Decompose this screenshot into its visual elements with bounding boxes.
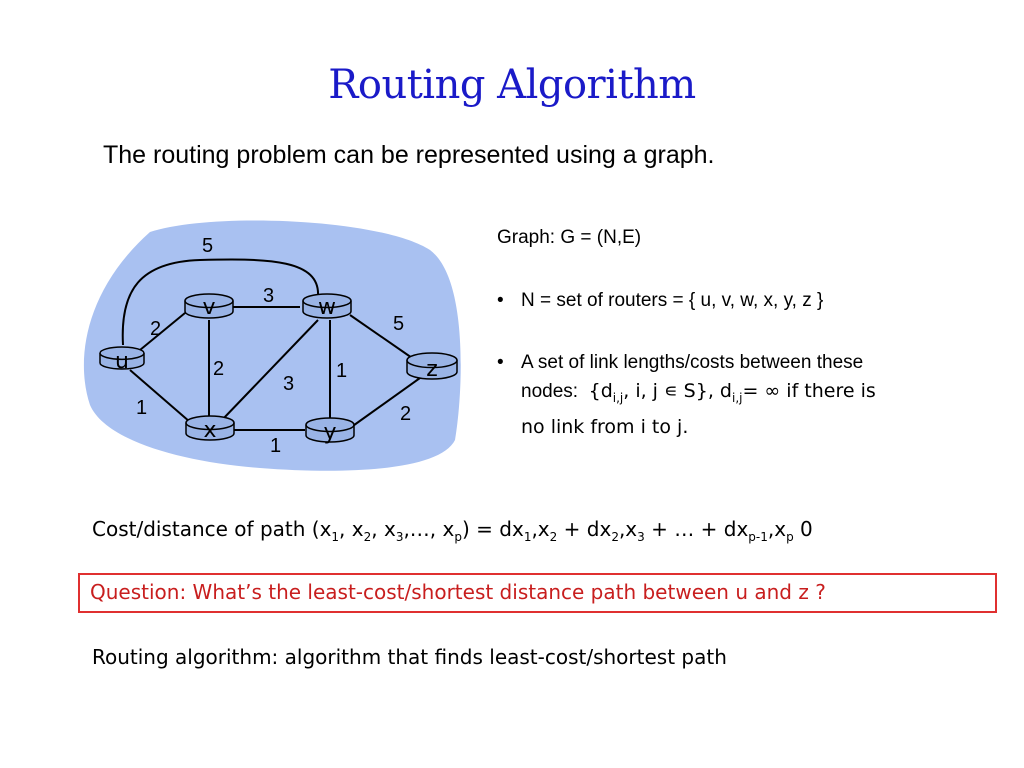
node-label-v: v [202,295,215,320]
slide-title: Routing Algorithm [328,62,696,108]
network-cloud [83,220,461,471]
edge-y-z [349,377,421,429]
path-cost-formula: Cost/distance of path (x1, x2, x3,…, xp)… [92,517,813,544]
router-u [99,346,145,370]
edge-cost-v-x: 2 [213,358,224,380]
link-costs-line1: A set of link lengths/costs between thes… [521,352,864,373]
graph-definition: Graph: G = (N,E) [497,227,642,248]
question-box [78,573,997,613]
bullet-mark: • [497,352,504,373]
edge-cost-u-v: 2 [150,318,161,340]
routing-algorithm-definition: Routing algorithm: algorithm that finds … [92,645,727,669]
router-v [184,293,234,319]
router-y [305,417,355,443]
edge-cost-w-x: 3 [283,373,294,395]
subtitle: The routing problem can be represented u… [103,141,715,169]
link-costs-line3: no link from i to j. [521,415,689,438]
node-label-y: y [323,420,336,445]
routers-set-text: N = set of routers = { u, v, w, x, y, z … [521,290,824,311]
node-label-z: z [426,357,438,382]
edge-u-v [139,312,186,351]
edge-cost-u-x: 1 [136,397,147,419]
link-costs-line2-prefix: nodes: [521,381,579,402]
edge-cost-u-w: 5 [202,235,213,257]
router-w [302,293,352,319]
router-z [406,352,458,380]
node-label-w: w [318,295,336,320]
link-costs-set: {di,j, i, j ∊ S}, di,j= ∞ if there is [588,380,876,405]
bullet-link-costs: • A set of link lengths/costs between the… [497,348,876,442]
edge-cost-x-y: 1 [270,435,281,457]
edge-w-z [349,314,416,361]
edge-cost-v-w: 3 [263,285,274,307]
edge-cost-y-z: 2 [400,403,411,425]
node-label-u: u [115,349,129,374]
edge-cost-w-y: 1 [336,360,347,382]
bullet-mark: • [497,290,504,311]
router-x [185,415,235,441]
edge-u-x [129,369,191,423]
bullet-routers: • N = set of routers = { u, v, w, x, y, z… [497,290,823,312]
edge-u-w [121,258,320,346]
node-label-x: x [203,418,216,443]
edge-w-x [221,319,319,421]
edge-cost-w-z: 5 [393,313,404,335]
question-text: Question: What’s the least-cost/shortest… [90,580,826,604]
